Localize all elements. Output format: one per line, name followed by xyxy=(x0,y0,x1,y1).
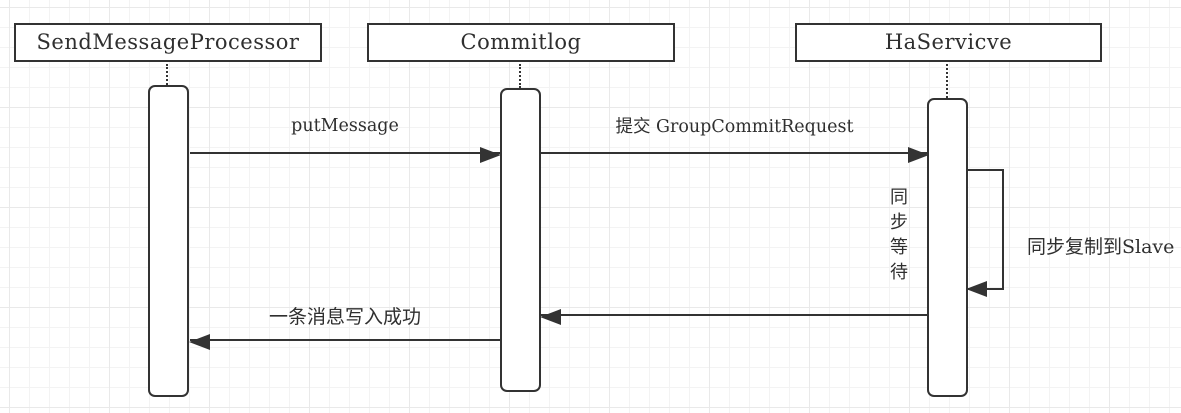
message-label-putmessage: putMessage xyxy=(291,116,399,136)
message-arrow-return-to-commitlog xyxy=(540,309,928,326)
self-message-loop-sync-replicate xyxy=(966,169,1004,290)
message-arrow-putmessage xyxy=(190,147,501,164)
participant-box-sendmessageprocessor: SendMessageProcessor xyxy=(14,23,322,62)
self-message-arrowhead xyxy=(966,280,987,297)
message-arrow-groupcommitrequest xyxy=(541,147,929,164)
activation-bar-haservicve xyxy=(927,98,968,397)
lifeline-commitlog xyxy=(519,64,521,88)
message-arrow-write-success xyxy=(189,334,500,351)
lifeline-sendmessageprocessor xyxy=(166,64,168,85)
participant-box-commitlog: Commitlog xyxy=(367,23,675,62)
message-label-write-success: 一条消息写入成功 xyxy=(268,306,421,328)
participant-box-haservicve: HaServicve xyxy=(795,23,1102,62)
activation-bar-commitlog xyxy=(500,88,541,392)
message-label-sync-replicate-to-slave: 同步复制到Slave xyxy=(1027,236,1175,258)
lifeline-haservicve xyxy=(946,64,948,98)
message-label-groupcommitrequest: 提交 GroupCommitRequest xyxy=(615,117,854,137)
note-sync-wait: 同步等待 xyxy=(887,187,908,287)
activation-bar-sendmessageprocessor xyxy=(148,85,189,397)
